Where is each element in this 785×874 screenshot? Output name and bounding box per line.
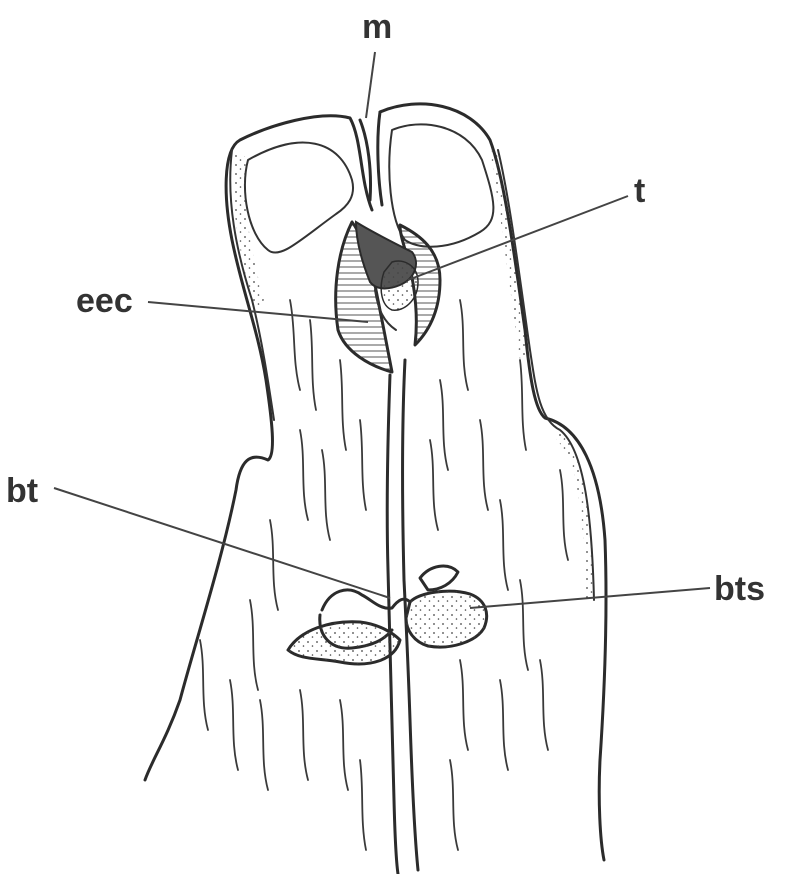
label-m: m [362, 8, 392, 46]
leader-bt [54, 488, 390, 598]
label-bts: bts [714, 570, 765, 608]
left-lobe [145, 116, 372, 780]
leader-m [366, 52, 375, 118]
central-cleft [360, 112, 418, 874]
basal-tissue-segment [406, 591, 487, 647]
labels: m t eec bt bts [6, 8, 765, 608]
fiber-texture [200, 300, 568, 850]
label-t: t [634, 172, 645, 210]
label-eec: eec [76, 282, 133, 320]
label-bt: bt [6, 472, 38, 510]
